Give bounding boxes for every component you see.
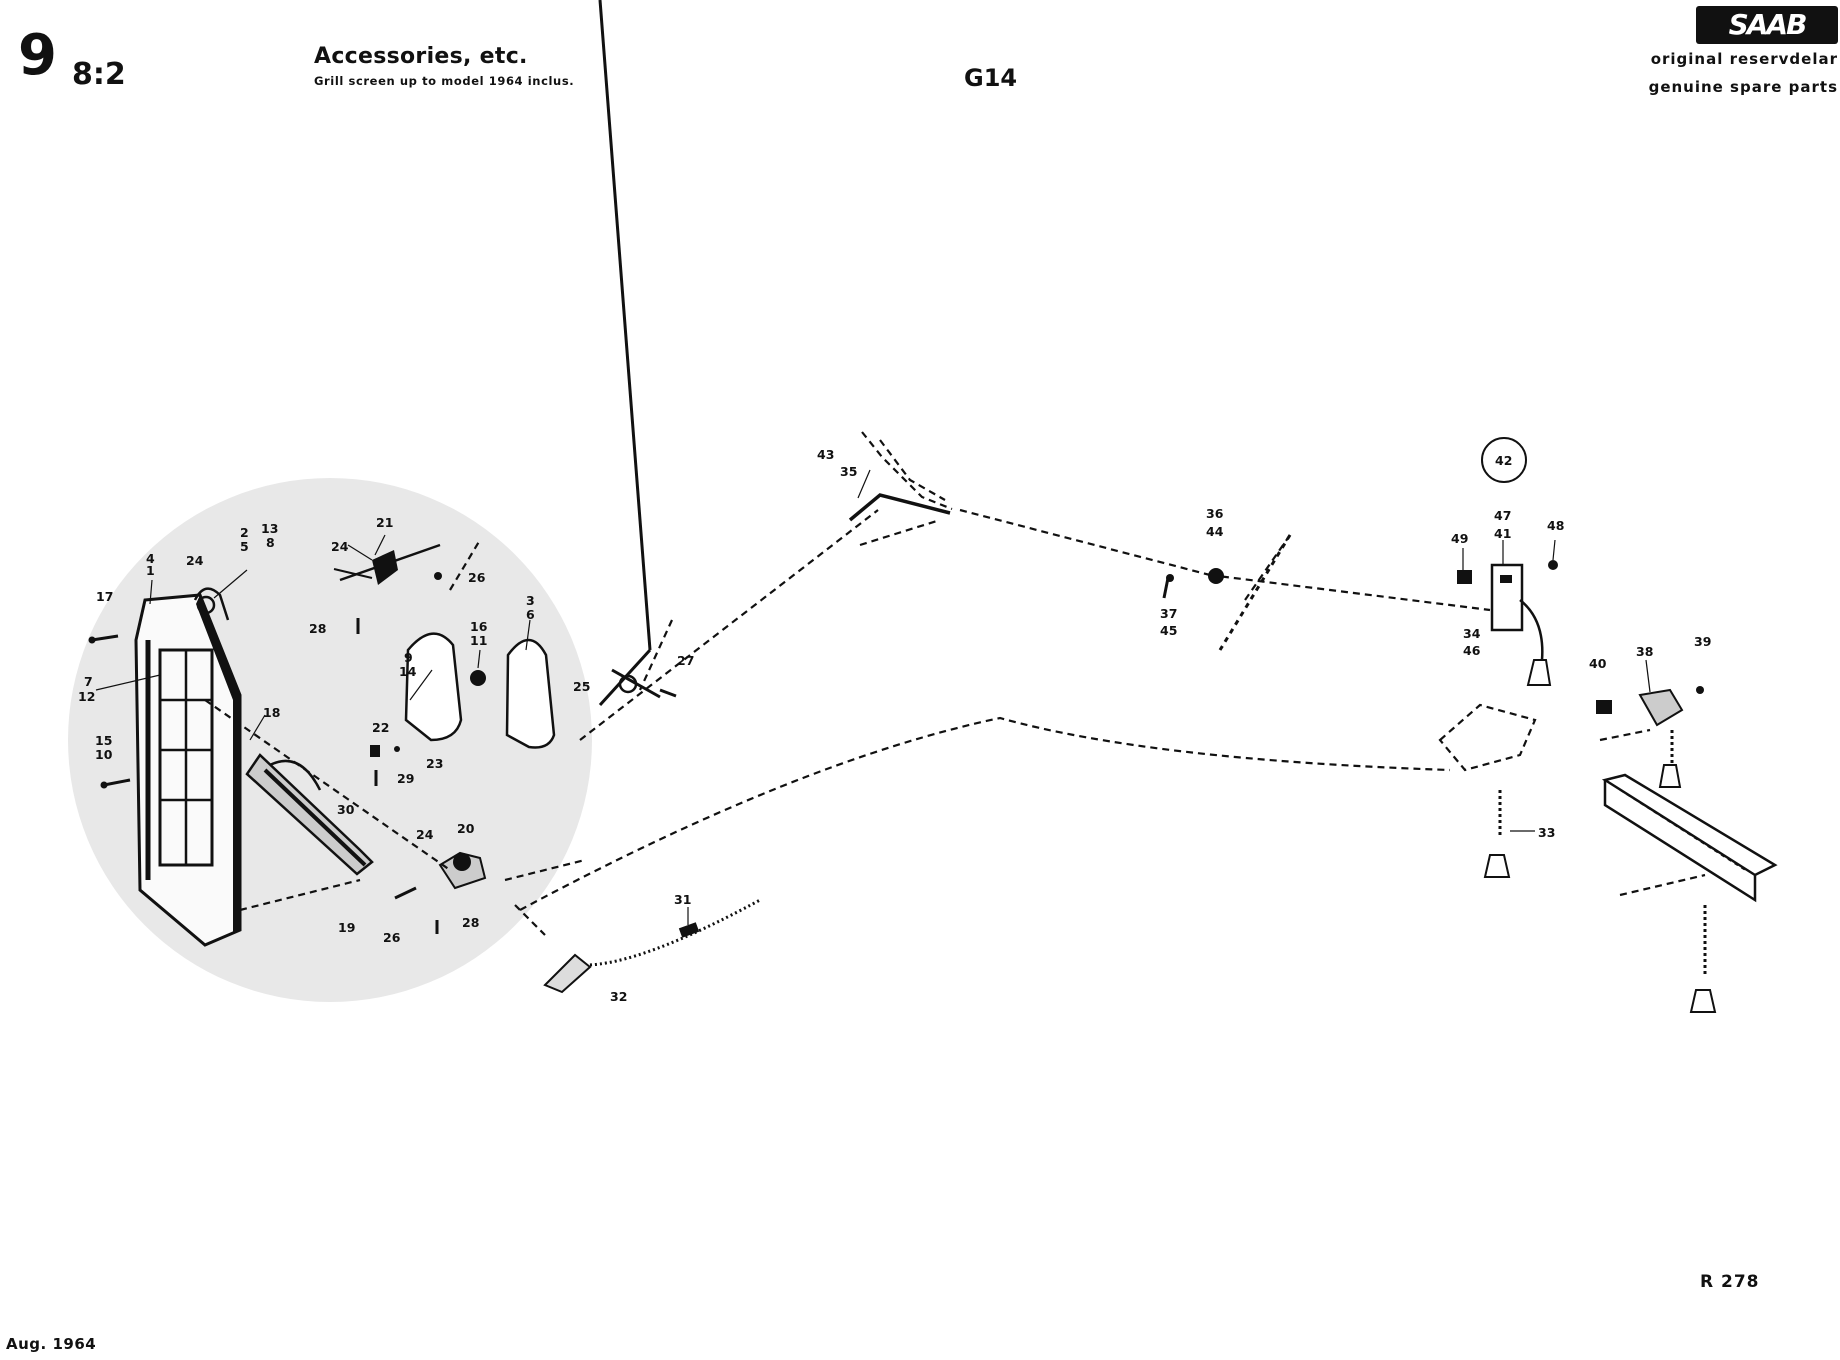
callout-12: 12: [78, 689, 95, 704]
cover-plate-3: [505, 638, 556, 749]
callout-24-a: 24: [186, 553, 204, 568]
callout-30: 30: [337, 802, 355, 817]
assembly-paths: [204, 508, 1706, 936]
upper-fork-bracket: [848, 431, 953, 522]
callout-31: 31: [674, 892, 691, 907]
callout-36: 36: [1206, 506, 1224, 521]
lower-cable: [543, 898, 761, 994]
callout-35: 35: [840, 464, 857, 479]
callout-34: 34: [1463, 626, 1481, 641]
callout-40: 40: [1589, 656, 1607, 671]
callout-19: 19: [338, 920, 355, 935]
callout-labels: 1 4 2 5 13 8 24 17 7 12 15 10 18 21 24 2…: [78, 447, 1711, 1004]
brand-logo: SAAB: [1696, 6, 1838, 44]
callout-24-b: 24: [331, 539, 349, 554]
page-subtitle: Grill screen up to model 1964 inclus.: [314, 74, 575, 88]
callout-27: 27: [677, 653, 694, 668]
cover-plate-9: [404, 632, 463, 742]
callout-29: 29: [397, 771, 414, 786]
model-code: G14: [964, 64, 1018, 92]
perforated-rail: [1601, 773, 1778, 1013]
drawing-reference: R 278: [1700, 1272, 1760, 1292]
tagline-swedish: original reservdelar: [1650, 50, 1838, 68]
upper-clip: [193, 587, 230, 621]
lower-bracket: [394, 851, 487, 934]
callout-25: 25: [573, 679, 590, 694]
callout-37: 37: [1160, 606, 1177, 621]
upper-bracket: [333, 543, 442, 634]
callout-44: 44: [1206, 524, 1224, 539]
callout-14: 14: [399, 664, 417, 679]
callout-28-b: 28: [462, 915, 479, 930]
coupling-36: [1162, 534, 1292, 651]
callout-49: 49: [1451, 531, 1468, 546]
callout-23: 23: [426, 756, 443, 771]
callout-46: 46: [1463, 643, 1481, 658]
switch-assembly: [1457, 560, 1558, 686]
page-title: Accessories, etc.: [314, 44, 528, 69]
callout-2: 2: [240, 525, 249, 540]
callout-8: 8: [266, 535, 275, 550]
mounting-plate-38: [1596, 686, 1704, 788]
callout-15: 15: [95, 733, 112, 748]
small-fasteners: [370, 745, 400, 786]
callout-32: 32: [610, 989, 627, 1004]
callout-26-b: 26: [383, 930, 401, 945]
callout-41: 41: [1494, 526, 1511, 541]
callout-5: 5: [240, 539, 249, 554]
leader-lines: [95, 469, 1651, 925]
callout-24-c: 24: [416, 827, 434, 842]
callout-38: 38: [1636, 644, 1653, 659]
pivot-bracket: [598, 0, 677, 707]
callout-18: 18: [263, 705, 280, 720]
callout-10: 10: [95, 747, 113, 762]
callout-9: 9: [404, 650, 413, 665]
circled-42: [1481, 437, 1527, 483]
bottom-rail: [245, 753, 374, 876]
callout-17: 17: [96, 589, 113, 604]
issue-date: Aug. 1964: [6, 1335, 97, 1353]
callout-3: 3: [526, 593, 535, 608]
callout-20: 20: [457, 821, 475, 836]
nut-16: [470, 670, 486, 686]
section-minor-number: 8:2: [72, 57, 126, 92]
callout-11: 11: [470, 633, 487, 648]
screws-left: [88, 634, 131, 789]
callout-22: 22: [372, 720, 389, 735]
callout-6: 6: [526, 607, 535, 622]
callout-47: 47: [1494, 508, 1511, 523]
callout-48: 48: [1547, 518, 1564, 533]
callout-4: 4: [146, 551, 155, 566]
callout-21: 21: [376, 515, 393, 530]
callout-42: 42: [1495, 453, 1512, 468]
callout-7: 7: [84, 674, 93, 689]
callout-26-a: 26: [468, 570, 486, 585]
section-major-number: 9: [18, 23, 57, 88]
callout-39: 39: [1694, 634, 1711, 649]
callout-13: 13: [261, 521, 278, 536]
callout-33: 33: [1538, 825, 1555, 840]
callout-45: 45: [1160, 623, 1177, 638]
callout-28-a: 28: [309, 621, 326, 636]
lamp-bracket-33: [1438, 703, 1537, 878]
grille-screen-frame: [134, 593, 242, 947]
tagline-english: genuine spare parts: [1648, 78, 1838, 96]
callout-1: 1: [146, 563, 155, 578]
callout-16: 16: [470, 619, 488, 634]
callout-43: 43: [817, 447, 834, 462]
